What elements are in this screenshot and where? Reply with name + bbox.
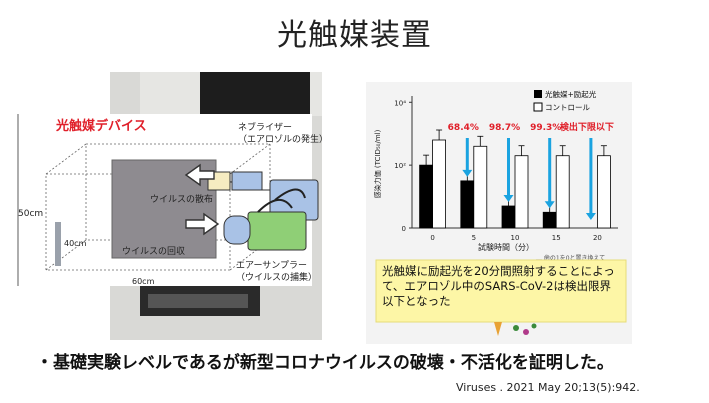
legend-label-control: コントロール	[545, 103, 590, 112]
bar-treated	[419, 164, 433, 229]
bar-control	[432, 139, 446, 229]
spread-label: ウイルスの散布	[150, 193, 213, 205]
reduction-arrowhead	[585, 213, 596, 220]
collect-arrow-icon	[185, 212, 220, 236]
reduction-annotation: 68.4%	[448, 123, 479, 133]
apparatus-figure: 光触媒デバイス ネブライザー （エアロゾルの発生） ウイルスの散布 ウイルスの回…	[14, 72, 322, 340]
legend-label-treated: 光触媒+励起光	[545, 89, 597, 99]
note-box	[375, 259, 627, 323]
dim-depth: 40cm	[64, 239, 87, 248]
y-tick-label: 10²	[394, 162, 406, 170]
footnote: … 歯の1を0と置き換えて	[536, 254, 605, 262]
y-axis-label: 感染力価 (TCID₅₀/ml)	[373, 129, 382, 198]
nebulizer-label: ネブライザー	[238, 121, 292, 133]
y-tick-label: 0	[402, 225, 406, 233]
legend: 光触媒+励起光 コントロール	[533, 89, 597, 112]
reduction-arrowhead	[544, 201, 555, 209]
dim-height: 50cm	[18, 209, 43, 219]
reduction-annotation: 検出下限以下	[560, 121, 614, 133]
reduction-annotation: 98.7%	[489, 123, 520, 133]
legend-swatch-control	[533, 102, 543, 112]
x-tick-label: 0	[430, 234, 434, 242]
sampler-label: エアーサンプラー	[236, 260, 307, 271]
results-figure: 感染力価 (TCID₅₀/ml) 10⁴ 10² 0 0 5 10 15 20 68.4% 9…	[366, 82, 632, 344]
dim-width: 60cm	[132, 277, 155, 286]
citation: Viruses . 2021 May 20;13(5):942.	[456, 381, 640, 394]
spread-arrow-icon	[184, 163, 215, 187]
reduction-arrowhead	[503, 195, 514, 202]
x-tick-label: 10	[511, 234, 520, 242]
x-tick-label: 15	[552, 234, 561, 242]
device-housing-top	[200, 72, 310, 114]
bar-control	[473, 145, 488, 229]
bar-control	[596, 155, 611, 229]
sampler-sub: （ウイルスの捕集）	[236, 271, 317, 283]
air-sampler-box	[247, 211, 307, 251]
bar-treated	[542, 211, 557, 229]
bar-treated	[460, 180, 475, 229]
collect-label: ウイルスの回収	[122, 245, 185, 257]
decor-virus-3	[531, 323, 537, 329]
x-axis-label: 試験時間（分）	[478, 242, 534, 252]
nebulizer-sub: （エアロゾルの発生）	[238, 133, 322, 145]
bar-treated	[501, 205, 516, 229]
decor-virus-1	[513, 325, 519, 331]
decor-virus-2	[523, 329, 529, 335]
reduction-annotation: 99.3%	[530, 123, 561, 133]
bullet-conclusion: ・基礎実験レベルであるが新型コロナウイルスの破壊・不活化を証明した。	[36, 353, 614, 373]
bar-control	[555, 155, 570, 229]
note-text: 光触媒に励起光を20分間照射することによって、エアロゾル中のSARS-CoV-2…	[382, 264, 615, 308]
bar-control	[514, 155, 529, 229]
sampler-nozzle	[223, 215, 251, 245]
slide-title: 光触媒装置	[277, 18, 432, 53]
y-tick-label: 10⁴	[394, 99, 406, 107]
x-tick-label: 5	[472, 234, 476, 242]
device-label: 光触媒デバイス	[55, 118, 147, 134]
legend-swatch-treated	[534, 90, 542, 98]
reduction-arrowhead	[462, 169, 473, 177]
decor-cone	[494, 322, 502, 336]
sensor-rod	[55, 222, 61, 266]
x-tick-label: 20	[593, 234, 602, 242]
